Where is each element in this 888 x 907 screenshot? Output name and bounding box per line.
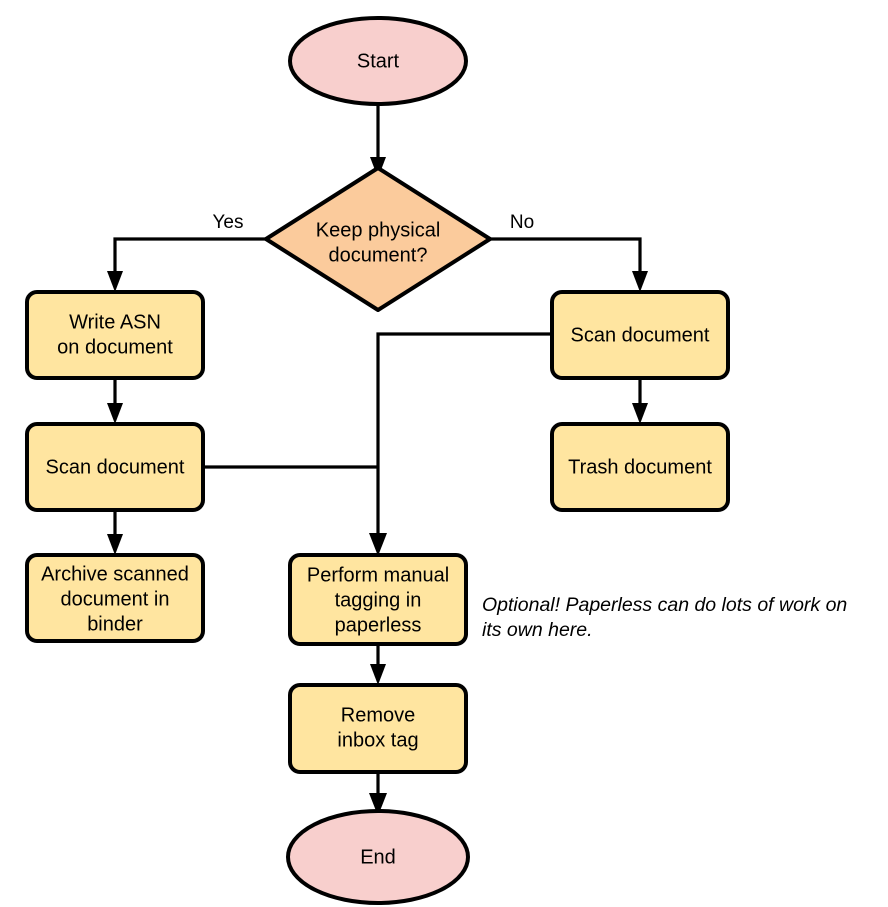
arrow-head-icon — [369, 793, 387, 816]
end-label: End — [360, 846, 396, 868]
arrow-head-icon — [632, 271, 648, 292]
decision-label-line-1: Keep physical — [316, 219, 441, 241]
tagging-label-line-2: tagging in — [335, 589, 422, 611]
write-asn-label-line-2: on document — [57, 336, 173, 358]
tagging-label-line-3: paperless — [335, 614, 422, 636]
arrow-head-icon — [632, 403, 648, 424]
archive-box[interactable] — [25, 553, 205, 643]
end-ellipse[interactable] — [286, 809, 470, 905]
node-end[interactable]: End — [286, 809, 470, 905]
arrow-head-icon — [107, 403, 123, 424]
edge-scanleft-to-archive — [107, 511, 123, 555]
edge-removeinbox-to-end — [369, 772, 387, 816]
arrow-head-icon — [369, 533, 387, 556]
node-trash-document[interactable]: Trash document — [550, 422, 730, 512]
edge-decision-no — [490, 237, 648, 292]
decision-diamond[interactable] — [264, 166, 492, 312]
annotation-line-2: its own here. — [482, 619, 593, 641]
arrow-head-icon — [107, 271, 123, 292]
archive-label-line-2: document in — [61, 588, 170, 610]
write-asn-label-line-1: Write ASN — [69, 311, 161, 333]
arrow-head-icon — [107, 534, 123, 555]
remove-inbox-label-line-2: inbox tag — [337, 729, 418, 751]
scan-document-right-box[interactable] — [550, 290, 730, 380]
decision-label-line-2: document? — [329, 244, 428, 266]
remove-inbox-label-line-1: Remove — [341, 704, 415, 726]
annotation-note: Optional! Paperless can do lots of work … — [482, 594, 847, 641]
edge-decision-yes — [107, 237, 266, 292]
node-scan-document-left[interactable]: Scan document — [25, 422, 205, 512]
node-remove-inbox-tag[interactable]: Remove inbox tag — [288, 683, 468, 774]
node-scan-document-right[interactable]: Scan document — [550, 290, 730, 380]
edge-scanright-to-tagging — [369, 332, 552, 556]
tagging-label-line-1: Perform manual — [307, 564, 449, 586]
edge-scanright-to-trash — [632, 379, 648, 424]
scan-document-left-label: Scan document — [46, 456, 185, 478]
edge-writeasn-to-scanleft — [107, 379, 123, 424]
arrow-head-icon — [370, 664, 386, 685]
node-archive-scanned-document[interactable]: Archive scanned document in binder — [25, 553, 205, 643]
edge-tagging-to-removeinbox — [370, 644, 386, 685]
node-decision-keep-physical-document[interactable]: Keep physical document? — [264, 166, 492, 312]
scan-document-right-label: Scan document — [571, 324, 710, 346]
start-ellipse[interactable] — [288, 16, 468, 106]
edge-label-no: No — [510, 212, 534, 233]
node-perform-manual-tagging[interactable]: Perform manual tagging in paperless — [288, 553, 468, 646]
node-write-asn-on-document[interactable]: Write ASN on document — [25, 290, 205, 380]
scan-document-left-box[interactable] — [25, 422, 205, 512]
trash-document-box[interactable] — [550, 422, 730, 512]
archive-label-line-1: Archive scanned — [41, 563, 189, 585]
node-start[interactable]: Start — [288, 16, 468, 106]
tagging-box[interactable] — [288, 553, 468, 646]
start-label: Start — [357, 50, 400, 72]
write-asn-box[interactable] — [25, 290, 205, 380]
edge-label-yes: Yes — [213, 212, 244, 233]
remove-inbox-box[interactable] — [288, 683, 468, 774]
archive-label-line-3: binder — [87, 613, 143, 635]
annotation-line-1: Optional! Paperless can do lots of work … — [482, 594, 847, 616]
trash-document-label: Trash document — [568, 456, 712, 478]
